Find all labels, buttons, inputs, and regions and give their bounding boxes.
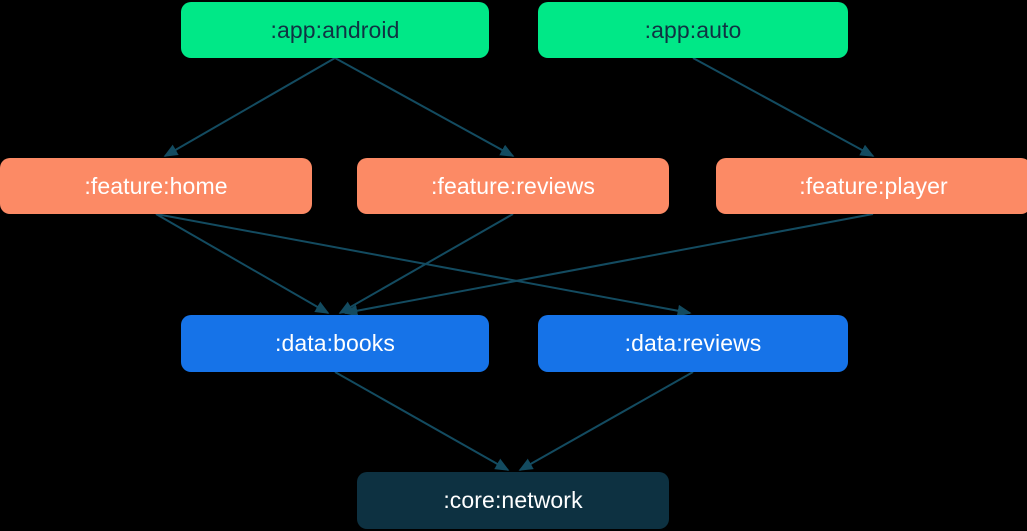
- graph-node-label: :app:android: [270, 16, 400, 43]
- graph-node-core-network[interactable]: :core:network: [357, 472, 669, 529]
- graph-edge-app-auto-to-feature-player: [692, 57, 875, 157]
- graph-edge-data-books-to-core-network: [334, 371, 510, 471]
- graph-edges: [155, 57, 875, 471]
- graph-node-label: :feature:home: [84, 172, 228, 199]
- graph-node-data-books[interactable]: :data:books: [181, 315, 489, 372]
- graph-node-feature-player[interactable]: :feature:player: [716, 158, 1027, 214]
- graph-node-app-auto[interactable]: :app:auto: [538, 2, 848, 58]
- graph-edge-feature-home-to-data-reviews: [155, 213, 692, 317]
- graph-edge-app-android-to-feature-reviews: [334, 57, 515, 157]
- graph-node-label: :core:network: [443, 487, 583, 513]
- graph-node-data-reviews[interactable]: :data:reviews: [538, 315, 848, 372]
- graph-edge-app-android-to-feature-home: [163, 57, 336, 157]
- graph-edge-data-reviews-to-core-network: [518, 371, 694, 471]
- graph-node-app-android[interactable]: :app:android: [181, 2, 489, 58]
- graph-node-label: :app:auto: [644, 16, 742, 43]
- graph-node-feature-reviews[interactable]: :feature:reviews: [357, 158, 669, 214]
- graph-node-label: :data:books: [274, 330, 396, 356]
- graph-node-feature-home[interactable]: :feature:home: [0, 158, 312, 214]
- graph-edge-feature-player-to-data-books: [343, 213, 874, 317]
- graph-edge-feature-home-to-data-books: [155, 213, 330, 314]
- graph-node-label: :feature:player: [799, 172, 948, 199]
- graph-node-label: :feature:reviews: [431, 172, 595, 199]
- graph-node-label: :data:reviews: [624, 330, 762, 356]
- graph-edge-feature-reviews-to-data-books: [338, 213, 514, 314]
